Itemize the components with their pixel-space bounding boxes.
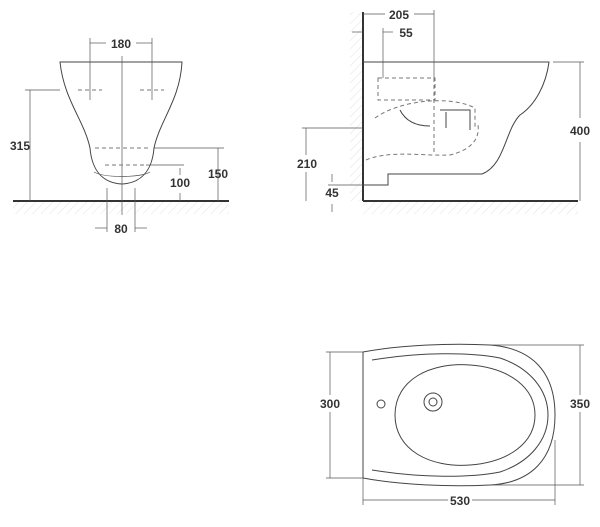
dim-front-height-outlet: 100 xyxy=(170,176,190,190)
dim-front-height-total: 315 xyxy=(10,139,30,153)
dim-side-height-inlet: 210 xyxy=(297,157,317,171)
wall-hatch xyxy=(350,12,362,201)
dim-plan-length: 530 xyxy=(450,494,470,508)
plan-view: 300 350 530 xyxy=(320,343,590,508)
front-view: 180 315 150 100 80 xyxy=(10,37,229,236)
drain-outer xyxy=(423,392,443,412)
floor-hatch xyxy=(13,202,229,214)
dim-side-height: 400 xyxy=(570,124,590,138)
side-view: 205 55 400 210 45 xyxy=(297,8,590,214)
dim-front-width-top: 180 xyxy=(111,37,131,51)
dim-plan-width: 350 xyxy=(570,397,590,411)
drain-inner xyxy=(428,397,438,407)
tap-hole xyxy=(376,399,386,409)
bidet-front-outline xyxy=(59,61,183,185)
dim-side-depth-inlet: 55 xyxy=(399,26,413,40)
dim-front-outlet-width: 80 xyxy=(114,222,128,236)
bidet-plan-outline xyxy=(362,343,556,487)
floor-hatch xyxy=(363,202,578,214)
dim-side-depth-fixing: 205 xyxy=(389,8,409,22)
bidet-side-outline xyxy=(363,61,550,186)
dim-side-height-outlet: 45 xyxy=(325,186,339,200)
dim-plan-width-rear: 300 xyxy=(320,397,340,411)
bowl-outline xyxy=(394,364,536,466)
dim-front-height-inlet: 150 xyxy=(208,167,228,181)
